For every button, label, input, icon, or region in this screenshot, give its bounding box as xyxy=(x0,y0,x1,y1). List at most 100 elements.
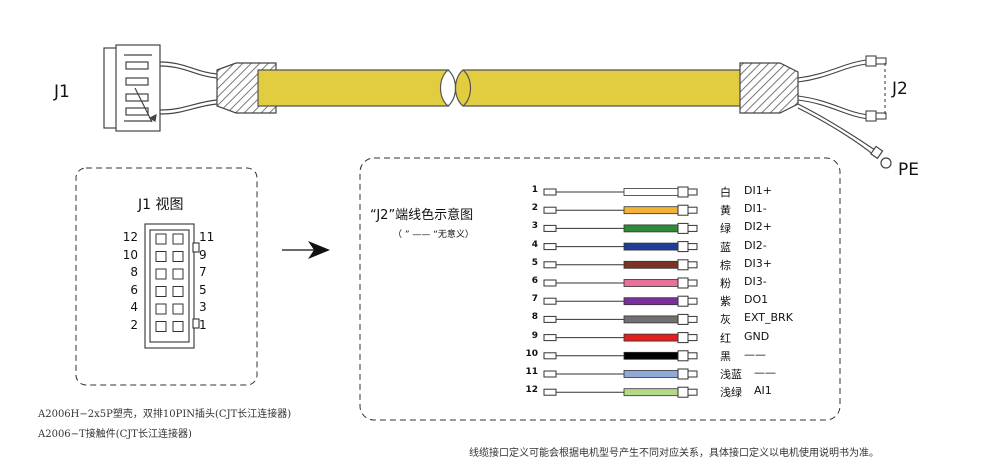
j2-view-frame xyxy=(359,157,841,421)
wire-number: 5 xyxy=(531,257,538,268)
j2-title: “J2”端线色示意图 xyxy=(370,208,474,223)
wire-row-9 xyxy=(543,332,698,344)
wire-pin-end xyxy=(543,388,557,396)
cable-segment-right xyxy=(454,69,746,107)
wire-pin-end xyxy=(543,352,557,360)
j1-connector xyxy=(103,44,161,132)
wire-pin-end xyxy=(543,279,557,287)
wire-terminal-tip xyxy=(687,352,698,360)
wire-signal: DI3- xyxy=(744,275,767,288)
wire-signal: AI1 xyxy=(754,384,772,398)
wire-number: 8 xyxy=(531,312,538,323)
wire-number: 3 xyxy=(531,221,538,232)
j1-pin-number-right: 11 xyxy=(199,230,215,244)
wire-signal: —— xyxy=(744,347,766,361)
wire-number: 2 xyxy=(531,203,538,214)
wire-pin-end xyxy=(543,188,557,196)
j1-pin-6 xyxy=(155,286,167,297)
wire-color-name: 黑 xyxy=(720,349,731,363)
wire-terminal xyxy=(677,204,689,216)
wire-color-swatch xyxy=(623,388,679,397)
wire-signal: —— xyxy=(754,366,776,379)
j1-pin-7 xyxy=(172,268,184,280)
wire-row-1 xyxy=(543,186,698,198)
wire-terminal-tip xyxy=(687,188,698,196)
wire-terminal-tip xyxy=(687,224,698,232)
j2-terminals xyxy=(865,55,887,122)
j2-boot xyxy=(739,62,799,114)
wire-color-name: 粉 xyxy=(720,277,731,290)
wire-terminal-tip xyxy=(687,334,698,342)
wire-signal: DI2- xyxy=(744,238,767,252)
wire-pin-end xyxy=(543,297,557,305)
wire-terminal-tip xyxy=(687,297,698,305)
footnote: 线缆接口定义可能会根据电机型号产生不同对应关系，具体接口定义以电机使用说明书为准… xyxy=(469,448,879,459)
j1-pin-number-left: 4 xyxy=(130,300,138,314)
j1-view-title: J1 视图 xyxy=(138,197,184,213)
wire-signal: GND xyxy=(744,329,770,343)
wire-row-8 xyxy=(543,313,698,325)
j1-pin-number-right: 9 xyxy=(199,247,207,262)
j1-pin-number-left: 2 xyxy=(130,317,138,332)
arrow-right xyxy=(282,241,330,259)
j1-pin-number-right: 3 xyxy=(199,300,207,314)
j1-pin-10 xyxy=(155,251,167,262)
wire-row-6 xyxy=(543,277,698,289)
cable-segment-left xyxy=(257,69,457,107)
wire-color-name: 蓝 xyxy=(720,240,731,254)
wire-color-swatch xyxy=(623,242,679,251)
wire-signal: DI1- xyxy=(744,202,767,216)
wire-terminal-tip xyxy=(687,279,698,287)
j1-pin-1 xyxy=(172,321,184,332)
wire-row-3 xyxy=(543,222,698,234)
wire-color-swatch xyxy=(623,260,679,269)
wire-color-name: 白 xyxy=(720,186,731,199)
wire-terminal-tip xyxy=(687,315,698,323)
wire-color-swatch xyxy=(623,224,679,233)
j1-pin-number-right: 5 xyxy=(199,282,207,297)
wire-terminal-tip xyxy=(687,206,698,214)
wire-pin-end xyxy=(543,261,557,269)
wire-row-2 xyxy=(543,204,698,216)
wire-terminal-tip xyxy=(687,370,698,378)
j2-subtitle: （ ” —— “无意义） xyxy=(393,230,474,240)
j1-face xyxy=(144,223,200,349)
wire-color-swatch xyxy=(623,315,679,324)
wire-signal: DI1+ xyxy=(744,184,772,197)
pe-ring-terminal xyxy=(870,145,892,169)
wire-pin-end xyxy=(543,334,557,342)
wire-number: 4 xyxy=(531,239,538,250)
wire-color-name: 浅蓝 xyxy=(720,368,742,381)
j1-pin-number-left: 6 xyxy=(130,282,138,297)
j1-pin-12 xyxy=(155,233,167,245)
wire-signal: DI2+ xyxy=(744,220,772,234)
j1-pin-9 xyxy=(172,251,184,262)
wire-terminal xyxy=(677,222,689,234)
j1-pin-2 xyxy=(155,321,167,332)
wire-number: 12 xyxy=(525,385,538,396)
wire-pin-end xyxy=(543,315,557,323)
j1-pin-3 xyxy=(172,303,184,315)
wire-color-name: 棕 xyxy=(720,258,731,272)
wire-pin-end xyxy=(543,224,557,232)
wire-signal: DO1 xyxy=(744,293,769,307)
pe-label: PE xyxy=(898,160,919,180)
j1-pin-4 xyxy=(155,303,167,315)
j1-pin-5 xyxy=(172,286,184,297)
wire-color-swatch xyxy=(623,333,679,342)
j1-pin-number-right: 7 xyxy=(199,265,207,279)
wire-color-swatch xyxy=(623,370,679,378)
j1-pin-number-left: 10 xyxy=(122,247,138,262)
wire-number: 1 xyxy=(531,185,538,195)
wire-terminal xyxy=(677,259,689,271)
j1-pin-11 xyxy=(172,233,184,245)
wire-color-swatch xyxy=(623,279,679,287)
wire-color-name: 红 xyxy=(720,331,731,345)
wire-color-swatch xyxy=(623,297,679,306)
wire-signal: DI3+ xyxy=(744,256,772,270)
j1-label: J1 xyxy=(54,82,70,102)
wire-pin-end xyxy=(543,206,557,214)
wire-color-swatch xyxy=(623,206,679,215)
wire-pin-end xyxy=(543,243,557,251)
